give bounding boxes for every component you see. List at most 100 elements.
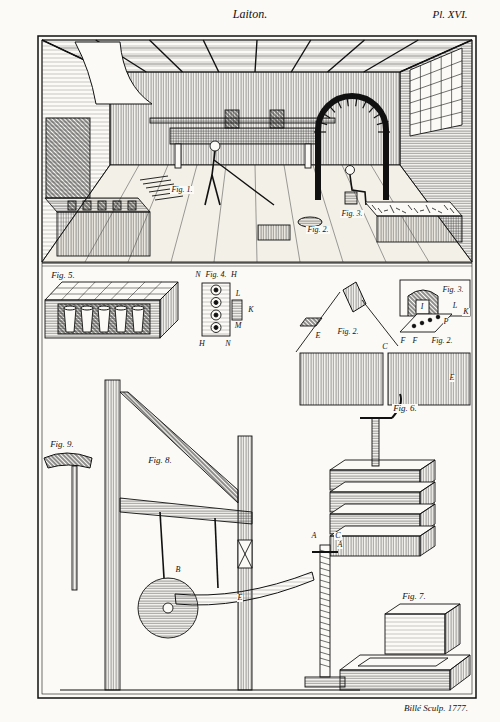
screw-thread	[320, 568, 330, 571]
wheel-paddle	[336, 97, 341, 108]
press-layer-top	[330, 482, 435, 492]
wheel-paddle	[369, 103, 377, 112]
crucible	[113, 201, 121, 210]
hammer-head	[44, 453, 92, 468]
scrap	[444, 205, 448, 210]
tile-joint	[61, 282, 78, 300]
crucible-mouth	[115, 306, 127, 310]
wheel-paddle	[347, 94, 349, 106]
window-bar	[410, 74, 462, 92]
screw-post	[320, 545, 330, 677]
figure-label: F	[412, 337, 419, 345]
figure-label: Fig. 7.	[401, 592, 427, 601]
beam-box	[238, 540, 252, 568]
scrap	[384, 210, 388, 211]
figure-label: I	[420, 303, 425, 311]
sorting-bench-front	[377, 216, 462, 242]
ceiling-joist	[76, 56, 436, 57]
tile-joint	[111, 282, 129, 300]
illustration	[42, 40, 472, 690]
figure-label: K	[247, 306, 254, 314]
figure-label: Fig. 8.	[147, 456, 173, 465]
mould-plate	[202, 283, 230, 336]
square-hole	[300, 318, 322, 326]
wheel-paddle	[327, 103, 335, 112]
figure-label: A	[337, 541, 344, 549]
floor	[42, 165, 472, 262]
mould-base-side	[450, 655, 470, 690]
tile-joint	[94, 282, 112, 300]
back-wall	[110, 72, 400, 165]
bench	[170, 128, 320, 144]
frame-post	[105, 380, 120, 690]
scrap	[378, 208, 382, 213]
figure-label: E	[449, 374, 456, 382]
screw-thread	[320, 622, 330, 625]
figure-label: E	[315, 332, 322, 340]
divider	[42, 262, 472, 263]
lever-arm	[175, 572, 314, 605]
scrap	[432, 208, 436, 210]
plate	[400, 314, 452, 332]
press-bar	[360, 417, 392, 419]
screw-thread	[320, 646, 330, 649]
screw-thread	[320, 580, 330, 583]
figure-label: M	[234, 322, 243, 330]
figure-label: C	[381, 343, 388, 351]
floor-board	[171, 165, 197, 262]
figure-label: A	[311, 532, 318, 540]
crucible	[68, 201, 76, 210]
scrap	[372, 205, 376, 210]
anvil-block	[258, 225, 290, 240]
plate-hole	[420, 321, 424, 325]
press-screw	[372, 418, 379, 466]
figure-label: Fig. 2.	[306, 226, 329, 234]
hammer-handle	[72, 466, 77, 590]
hammer-head	[270, 110, 284, 128]
figure-label: E	[237, 594, 244, 602]
hammer-head	[225, 110, 239, 128]
scrap	[402, 211, 406, 213]
furnace-top	[45, 198, 150, 212]
press-layer-top	[330, 460, 435, 470]
scrap	[426, 205, 430, 213]
floor-board	[255, 165, 257, 262]
tilt-beam	[120, 498, 252, 524]
screw-thread	[320, 634, 330, 637]
screw-thread	[320, 652, 330, 655]
mould-hole	[211, 285, 221, 295]
figure-label: F	[400, 337, 407, 345]
plate-frame-inner	[42, 40, 472, 694]
wheel-paddle	[363, 97, 368, 108]
bench-leg	[305, 144, 311, 168]
furnace-front	[45, 300, 160, 338]
figure-label: H	[198, 340, 206, 348]
screw-thread	[320, 616, 330, 619]
furnace-wall	[46, 118, 90, 198]
tile-joint	[56, 288, 172, 289]
frame-brace	[120, 392, 238, 503]
figure-label: H	[230, 271, 238, 279]
mould-hole	[211, 323, 221, 333]
plate-number: Pl. XVI.	[431, 9, 468, 20]
press-layer	[330, 536, 420, 556]
screw-thread	[320, 562, 330, 565]
mould-core	[214, 301, 218, 305]
press-layer-side	[420, 526, 435, 556]
floor-board	[214, 165, 226, 262]
cylinder	[343, 282, 366, 312]
figure-label: N	[224, 340, 231, 348]
mould-core	[214, 288, 218, 292]
figure-label: Fig. 2.	[430, 337, 453, 345]
ceiling-joist	[93, 64, 418, 65]
furnace-box	[400, 280, 470, 316]
screw-thread	[320, 664, 330, 667]
screw-thread	[320, 658, 330, 661]
divider	[42, 266, 472, 267]
beam-box-cross	[238, 540, 252, 568]
rod	[160, 512, 164, 578]
frame-post	[238, 436, 252, 690]
furnace-top	[45, 282, 178, 300]
engraver-signature: Billé Sculp. 1777.	[403, 704, 469, 713]
guide-line	[296, 292, 340, 352]
